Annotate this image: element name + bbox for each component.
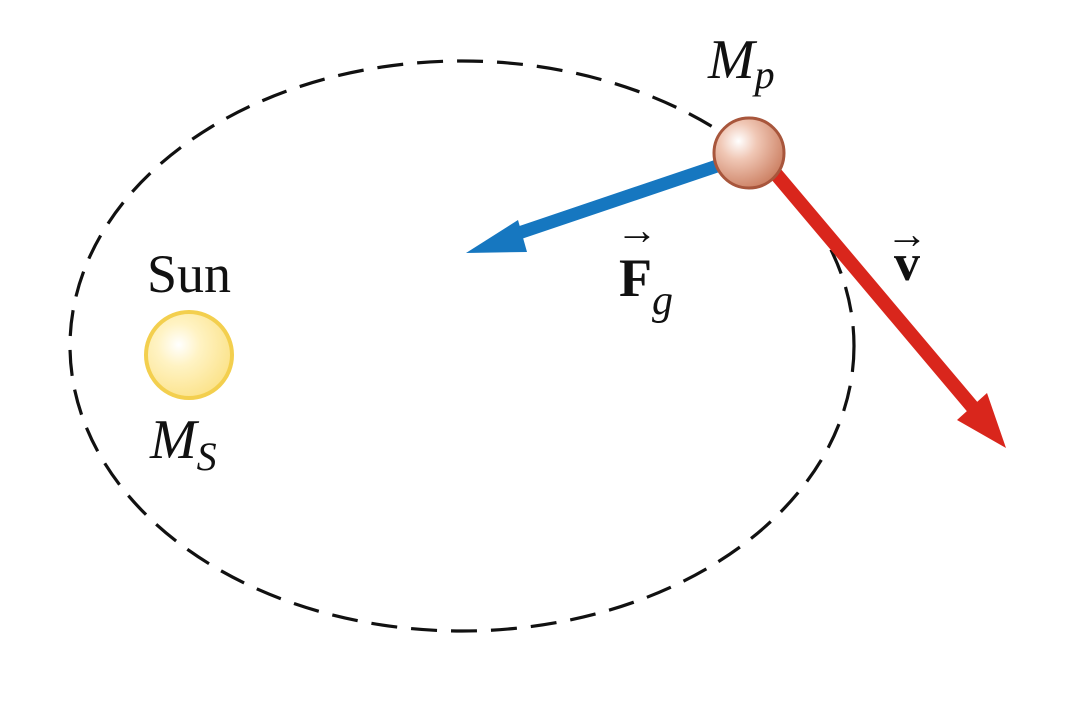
planet-mass-subscript: p xyxy=(752,52,775,97)
orbit-path xyxy=(68,59,856,633)
sun-mass-symbol: M xyxy=(149,409,200,471)
sun-mass-label: MS xyxy=(149,409,217,479)
planet xyxy=(712,116,786,190)
force-symbol: F xyxy=(619,248,652,308)
force-vector-arrow: → xyxy=(616,208,658,254)
sun xyxy=(144,310,234,400)
velocity-arrow-shaft xyxy=(764,162,981,415)
sun-mass-subscript: S xyxy=(197,434,217,479)
planet-mass-symbol: M xyxy=(707,29,758,91)
velocity-label: v xyxy=(894,235,920,292)
force-label: Fg xyxy=(619,248,673,324)
planet-mass-label: Mp xyxy=(707,29,775,97)
force-subscript: g xyxy=(652,278,673,324)
force-arrow-shaft xyxy=(507,158,723,243)
velocity-vector-arrow: → xyxy=(886,212,928,258)
force-arrow-head xyxy=(466,220,527,253)
sun-label: Sun xyxy=(147,244,231,304)
velocity-arrow-head xyxy=(957,393,1006,448)
